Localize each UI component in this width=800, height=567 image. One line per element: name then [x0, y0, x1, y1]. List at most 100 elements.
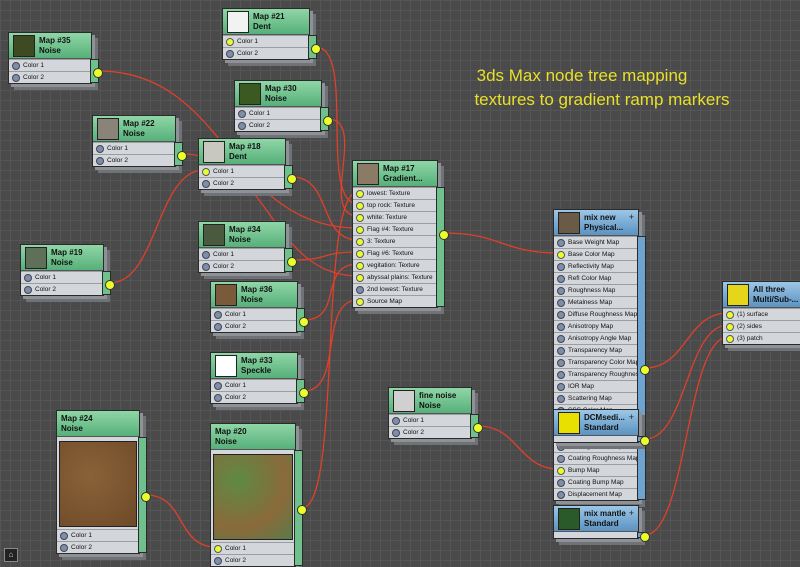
- output-socket-icon[interactable]: [299, 317, 309, 327]
- output-socket-icon[interactable]: [287, 174, 297, 184]
- input-socket-icon[interactable]: [24, 274, 32, 282]
- input-socket-icon[interactable]: [557, 491, 565, 499]
- input-socket-icon[interactable]: [60, 544, 68, 552]
- input-socket-icon[interactable]: [557, 335, 565, 343]
- input-socket-icon[interactable]: [214, 394, 222, 402]
- output-socket-icon[interactable]: [640, 365, 650, 375]
- input-socket-icon[interactable]: [226, 50, 234, 58]
- input-socket-icon[interactable]: [12, 62, 20, 70]
- output-socket-icon[interactable]: [287, 257, 297, 267]
- input-slot[interactable]: Anisotropy Map: [554, 320, 638, 332]
- input-socket-icon[interactable]: [238, 122, 246, 130]
- input-socket-icon[interactable]: [60, 532, 68, 540]
- input-socket-icon[interactable]: [214, 323, 222, 331]
- node-header[interactable]: DCMsedi...Standard+: [554, 410, 638, 436]
- input-socket-icon[interactable]: [356, 262, 364, 270]
- input-slot[interactable]: Color 2: [211, 320, 297, 332]
- input-slot[interactable]: Color 1: [57, 529, 139, 541]
- input-socket-icon[interactable]: [557, 287, 565, 295]
- input-slot[interactable]: Color 1: [93, 142, 175, 154]
- input-socket-icon[interactable]: [392, 429, 400, 437]
- input-slot[interactable]: Color 2: [211, 391, 297, 403]
- input-slot[interactable]: Bump Map: [554, 464, 638, 476]
- input-slot[interactable]: lowest: Texture: [353, 187, 437, 199]
- input-slot[interactable]: Color 1: [9, 59, 91, 71]
- input-slot[interactable]: Anisotropy Angle Map: [554, 332, 638, 344]
- input-slot[interactable]: Color 2: [389, 426, 471, 438]
- output-socket-icon[interactable]: [141, 492, 151, 502]
- input-socket-icon[interactable]: [202, 180, 210, 188]
- output-socket-icon[interactable]: [105, 280, 115, 290]
- input-slot[interactable]: (3) patch: [723, 332, 800, 344]
- input-slot[interactable]: Roughness Map: [554, 284, 638, 296]
- input-socket-icon[interactable]: [557, 479, 565, 487]
- input-socket-icon[interactable]: [356, 238, 364, 246]
- input-socket-icon[interactable]: [557, 299, 565, 307]
- input-slot[interactable]: Coating Bump Map: [554, 476, 638, 488]
- input-slot[interactable]: Color 2: [21, 283, 103, 295]
- input-slot[interactable]: Color 2: [199, 260, 285, 272]
- input-slot[interactable]: Color 1: [211, 379, 297, 391]
- output-socket-icon[interactable]: [473, 423, 483, 433]
- input-socket-icon[interactable]: [356, 202, 364, 210]
- input-slot[interactable]: 2nd lowest: Texture: [353, 283, 437, 295]
- connection-wire[interactable]: [303, 263, 359, 321]
- input-socket-icon[interactable]: [356, 190, 364, 198]
- connection-wire[interactable]: [145, 494, 217, 548]
- input-slot[interactable]: Refl Color Map: [554, 272, 638, 284]
- input-slot[interactable]: Color 1: [235, 107, 321, 119]
- input-socket-icon[interactable]: [214, 545, 222, 553]
- connection-wire[interactable]: [291, 176, 359, 241]
- input-slot[interactable]: Color 2: [93, 154, 175, 166]
- connection-wire[interactable]: [291, 251, 359, 261]
- input-slot[interactable]: Color 2: [223, 47, 309, 59]
- input-slot[interactable]: Color 1: [223, 35, 309, 47]
- navigator-icon[interactable]: ⌂: [4, 548, 18, 562]
- input-slot[interactable]: Color 1: [211, 542, 295, 554]
- input-slot[interactable]: (1) surface: [723, 308, 800, 320]
- output-socket-icon[interactable]: [439, 230, 449, 240]
- output-socket-icon[interactable]: [311, 44, 321, 54]
- input-socket-icon[interactable]: [557, 359, 565, 367]
- input-socket-icon[interactable]: [392, 417, 400, 425]
- input-socket-icon[interactable]: [557, 371, 565, 379]
- input-socket-icon[interactable]: [356, 286, 364, 294]
- input-slot[interactable]: Scattering Map: [554, 392, 638, 404]
- input-slot[interactable]: abyssal plains: Texture: [353, 271, 437, 283]
- connection-wire[interactable]: [644, 324, 729, 440]
- input-socket-icon[interactable]: [12, 74, 20, 82]
- input-slot[interactable]: 3: Texture: [353, 235, 437, 247]
- connection-wire[interactable]: [644, 312, 729, 369]
- input-slot[interactable]: white: Texture: [353, 211, 437, 223]
- input-socket-icon[interactable]: [356, 298, 364, 306]
- input-slot[interactable]: Color 1: [21, 271, 103, 283]
- input-slot[interactable]: vegitation: Texture: [353, 259, 437, 271]
- input-socket-icon[interactable]: [226, 38, 234, 46]
- input-slot[interactable]: Base Color Map: [554, 248, 638, 260]
- input-socket-icon[interactable]: [202, 168, 210, 176]
- input-socket-icon[interactable]: [557, 311, 565, 319]
- connection-wire[interactable]: [443, 232, 560, 254]
- connection-wire[interactable]: [477, 425, 560, 470]
- input-slot[interactable]: Color 1: [199, 248, 285, 260]
- input-socket-icon[interactable]: [557, 263, 565, 271]
- output-socket-icon[interactable]: [297, 505, 307, 515]
- expand-plus-icon[interactable]: +: [628, 508, 634, 518]
